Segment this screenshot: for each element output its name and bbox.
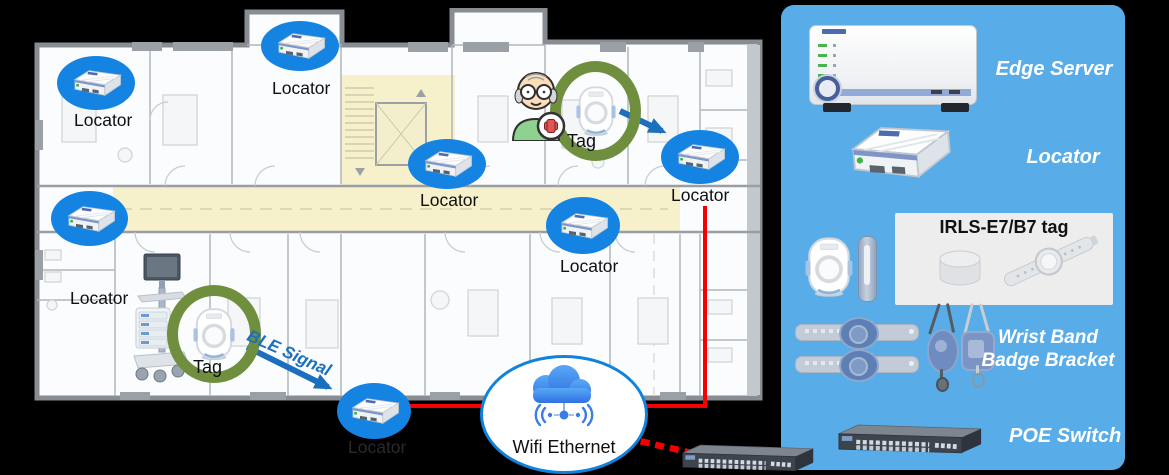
- server-foot: [823, 103, 851, 112]
- locator-label: Locator: [560, 256, 619, 276]
- edge-server-icon: [809, 25, 977, 105]
- wrist-band-label: Wrist Band: [998, 327, 1098, 348]
- locator-device-icon: [555, 211, 611, 241]
- power-knob: [815, 76, 840, 101]
- wrist-band-icon: [795, 349, 919, 382]
- poe-switch-icon: [681, 441, 815, 474]
- tag-label: Tag: [193, 357, 223, 377]
- caregiver-icon: [511, 72, 566, 141]
- wifi-broadcast-icon: [534, 403, 594, 427]
- ble-signal-arrow: [245, 344, 333, 390]
- tag-device-icon: [193, 307, 235, 361]
- locator-device-icon: [672, 142, 728, 172]
- red-cross-icon: [536, 111, 566, 141]
- badge-bracket-icon: [921, 303, 1007, 392]
- led-indicator: [818, 74, 844, 77]
- server-port: [949, 90, 960, 94]
- locator-device-icon: [272, 31, 328, 61]
- locator-marker: [57, 56, 135, 110]
- tag-device-icon: [576, 85, 616, 137]
- disc-tag-icon: [939, 250, 981, 286]
- locator-label: Locator: [671, 185, 730, 205]
- stick-tag-icon: [858, 236, 877, 302]
- locator-label: Locator: [70, 288, 129, 308]
- ethernet-dashed-link: [625, 434, 693, 457]
- edge-server-label: Edge Server: [995, 58, 1113, 80]
- locator-marker: [408, 139, 486, 189]
- locator-device-icon: [62, 204, 118, 234]
- locator-marker: [337, 383, 411, 439]
- legend-locator-label: Locator: [1026, 146, 1100, 168]
- locator-marker: [51, 191, 128, 246]
- irls-tag-label: IRLS-E7/B7 tag: [939, 217, 1069, 237]
- locator-marker: [261, 21, 339, 71]
- server-front-stripe: [838, 89, 971, 96]
- wifi-ethernet-node: Wifi Ethernet: [480, 355, 648, 474]
- led-indicator: [818, 44, 844, 47]
- tag-label: Tag: [567, 131, 597, 151]
- locator-device-icon: [346, 396, 402, 426]
- watch-tag-icon: [1004, 235, 1099, 287]
- locator-marker: [661, 130, 739, 184]
- server-port: [931, 90, 942, 94]
- locator-label: Locator: [74, 110, 133, 130]
- server-foot: [941, 103, 969, 112]
- led-indicator: [818, 64, 844, 67]
- tag-marker: [550, 61, 641, 161]
- locator-device-icon: [419, 149, 475, 179]
- irls-tag-box: IRLS-E7/B7 tag: [895, 213, 1113, 305]
- locator-label: Locator: [348, 437, 407, 457]
- badge-bracket-label: Badge Bracket: [981, 350, 1115, 371]
- legend-panel: Edge Server Locator IRLS-E7/B7 tag: [781, 5, 1125, 470]
- locator-label: Locator: [420, 190, 479, 210]
- poe-switch-label: POE Switch: [1009, 425, 1122, 447]
- tag-marker: [167, 285, 261, 383]
- locator-marker: [546, 197, 620, 254]
- medical-cart-icon: [133, 253, 188, 383]
- wifi-ethernet-label: Wifi Ethernet: [512, 437, 616, 457]
- cloud-icon: [533, 365, 594, 427]
- locator-device-icon: [68, 68, 124, 98]
- locator-label: Locator: [272, 78, 331, 98]
- led-indicator: [818, 54, 844, 57]
- advantech-badge: [822, 29, 846, 34]
